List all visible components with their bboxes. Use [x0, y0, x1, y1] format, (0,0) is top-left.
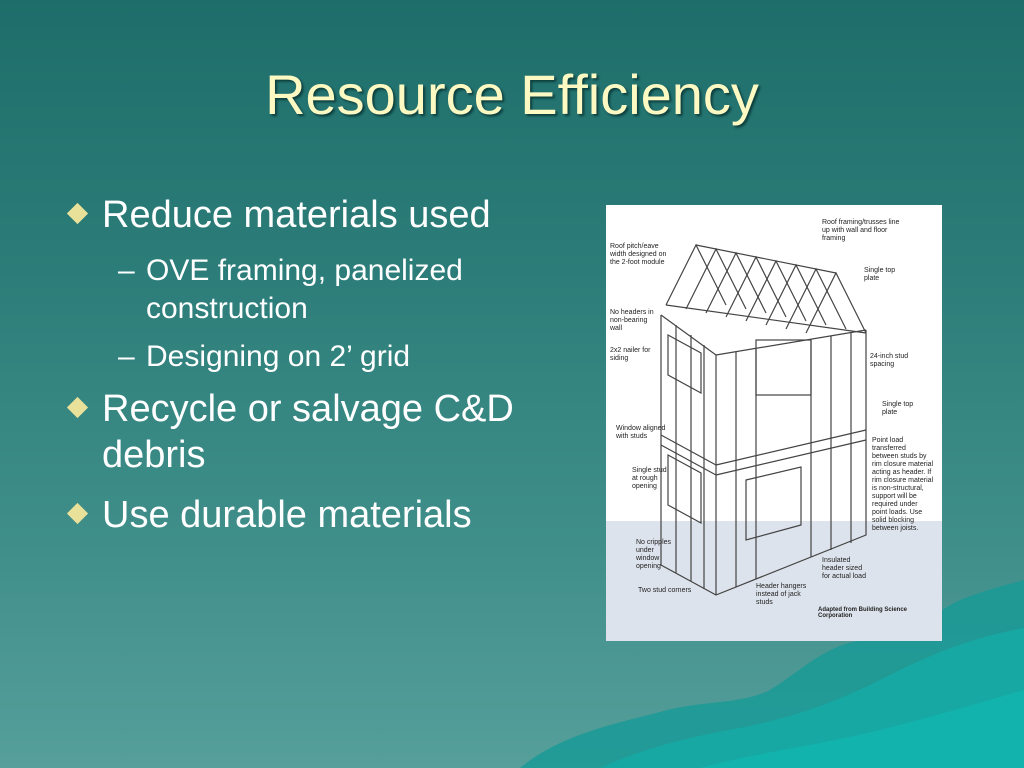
- diamond-bullet-icon: [66, 202, 89, 225]
- diagram-label: 2x2 nailer for siding: [610, 347, 651, 362]
- bullet-text: Use durable materials: [102, 494, 472, 536]
- house-framing-drawing: [606, 243, 942, 641]
- framing-diagram: Roof pitch/eave width designed on the 2-…: [606, 205, 942, 641]
- dash-bullet-icon: –: [118, 340, 135, 373]
- sub-bullet-text: Designing on 2’ grid: [146, 340, 411, 373]
- diagram-label: Insulated header sized for actual load: [822, 557, 866, 580]
- sub-bullet-item: – OVE framing, panelized construction: [64, 252, 624, 328]
- diagram-label: Single stud at rough opening: [632, 467, 667, 490]
- diagram-label: Roof framing/trusses line up with wall a…: [822, 219, 900, 242]
- dash-bullet-icon: –: [118, 254, 135, 287]
- bullet-item: Reduce materials used: [64, 192, 624, 238]
- diagram-label: Two stud corners: [638, 587, 692, 594]
- diamond-bullet-icon: [66, 396, 89, 419]
- diagram-label: Single top plate: [864, 267, 896, 282]
- diagram-label: 24-inch stud spacing: [870, 353, 909, 368]
- diagram-label: No headers in non-bearing wall: [610, 309, 654, 332]
- slide-title: Resource Efficiency: [265, 63, 759, 126]
- bullet-text: Recycle or salvage C&D debris: [102, 388, 514, 476]
- diagram-label: Window aligned with studs: [616, 425, 666, 440]
- diagram-label: Roof pitch/eave width designed on the 2-…: [610, 243, 667, 266]
- bullet-item: Use durable materials: [64, 492, 624, 538]
- diagram-label: Header hangers instead of jack studs: [756, 583, 807, 606]
- diagram-label: Single top plate: [882, 401, 914, 416]
- sub-bullet-text: OVE framing, panelized construction: [146, 254, 463, 325]
- bullet-text: Reduce materials used: [102, 194, 491, 236]
- diamond-bullet-icon: [66, 502, 89, 525]
- sub-bullet-item: – Designing on 2’ grid: [64, 338, 624, 376]
- bullet-item: Recycle or salvage C&D debris: [64, 386, 624, 478]
- diagram-label: Point load transferred between studs by …: [872, 437, 934, 532]
- bullet-list: Reduce materials used – OVE framing, pan…: [64, 192, 624, 552]
- diagram-label: No cripples under window opening: [636, 539, 672, 570]
- diagram-credit: Adapted from Building Science Corporatio…: [818, 607, 908, 619]
